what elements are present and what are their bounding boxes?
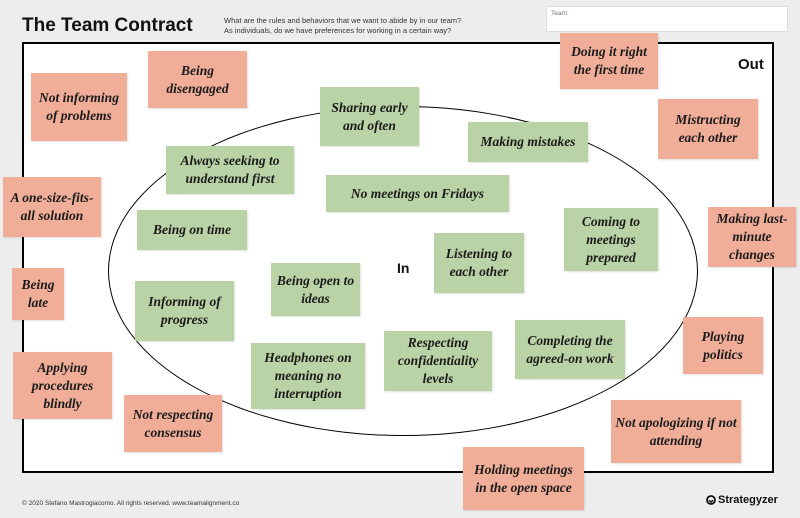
out-note[interactable]: Applying procedures blindly	[13, 352, 112, 419]
in-note[interactable]: Coming to meetings prepared	[564, 208, 658, 271]
page-title: The Team Contract	[22, 15, 193, 36]
copyright-text: © 2020 Stefano Mastrogiacomo. All rights…	[22, 500, 240, 507]
in-note[interactable]: Respecting confidentiality levels	[384, 331, 492, 391]
strategyzer-logo-icon	[706, 495, 716, 505]
in-note[interactable]: Listening to each other	[434, 233, 524, 293]
team-label: Team:	[551, 10, 569, 17]
in-note[interactable]: Being on time	[137, 210, 247, 250]
out-note[interactable]: Not informing of problems	[31, 73, 127, 141]
brand-name: Strategyzer	[718, 494, 778, 506]
out-note[interactable]: Doing it right the first time	[560, 33, 658, 89]
out-note[interactable]: A one-size-fits-all solution	[3, 177, 101, 237]
in-note[interactable]: Sharing early and often	[320, 87, 419, 146]
in-note[interactable]: No meetings on Fridays	[326, 175, 509, 212]
in-note[interactable]: Completing the agreed-on work	[515, 320, 625, 379]
in-note[interactable]: Making mistakes	[468, 122, 588, 162]
page-subtitle: What are the rules and behaviors that we…	[224, 16, 461, 36]
in-note[interactable]: Headphones on meaning no interruption	[251, 343, 365, 409]
subtitle-line-2: As individuals, do we have preferences f…	[224, 26, 452, 35]
team-name-field[interactable]: Team:	[546, 6, 788, 32]
out-note[interactable]: Holding meetings in the open space	[463, 447, 584, 510]
in-note[interactable]: Always seeking to understand first	[166, 146, 294, 194]
out-note[interactable]: Mistructing each other	[658, 99, 758, 159]
in-note[interactable]: Informing of progress	[135, 281, 234, 341]
in-note[interactable]: Being open to ideas	[271, 263, 360, 316]
out-note[interactable]: Being late	[12, 268, 64, 320]
brand-logo: Strategyzer	[706, 494, 778, 506]
out-note[interactable]: Not respecting consensus	[124, 395, 222, 452]
out-note[interactable]: Not apologizing if not attending	[611, 400, 741, 463]
out-note[interactable]: Making last-minute changes	[708, 207, 796, 267]
subtitle-line-1: What are the rules and behaviors that we…	[224, 16, 462, 25]
in-zone-label: In	[397, 260, 410, 276]
out-note[interactable]: Being disengaged	[148, 51, 247, 108]
out-note[interactable]: Playing politics	[683, 317, 763, 374]
out-zone-label: Out	[738, 56, 764, 73]
